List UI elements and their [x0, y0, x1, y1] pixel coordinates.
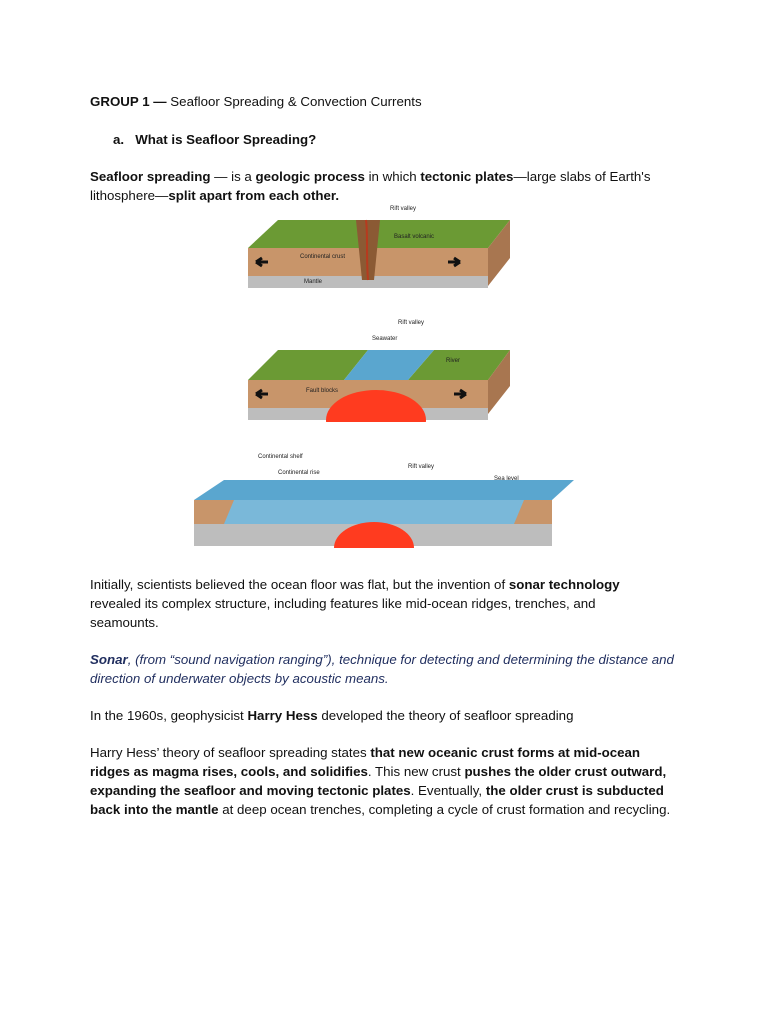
- group-title: Seafloor Spreading & Convection Currents: [166, 94, 422, 109]
- label-seawater: Seawater: [372, 336, 397, 342]
- mantle-layer: [248, 276, 488, 288]
- sonar-technology-paragraph: Initially, scientists believed the ocean…: [90, 575, 650, 632]
- right-continent: [514, 500, 552, 524]
- rift-diagram-stage-2: Rift valley Seawater River Fault blocks: [248, 320, 510, 422]
- text-run: Harry Hess’ theory of seafloor spreading…: [90, 745, 371, 760]
- rift-diagram-stage-1: Rift valley Basalt volcanic Continental …: [248, 206, 510, 288]
- ocean-water: [194, 500, 552, 524]
- right-arrow-icon: [454, 388, 467, 400]
- text-run: . Eventually,: [410, 783, 486, 798]
- group-label: GROUP 1 —: [90, 94, 167, 109]
- label-fault-blocks: Fault blocks: [306, 388, 338, 394]
- label-sea-level: Sea level: [494, 476, 519, 482]
- left-continent: [194, 500, 234, 524]
- label-rift-valley: Rift valley: [398, 320, 424, 326]
- label-continental-crust: Continental crust: [300, 254, 345, 260]
- text-run: . This new crust: [367, 764, 465, 779]
- label-rift-valley: Rift valley: [408, 464, 434, 470]
- subheading-text: What is Seafloor Spreading?: [135, 132, 317, 147]
- right-land-surface: [408, 350, 510, 380]
- label-mantle: Mantle: [304, 279, 323, 285]
- magma-upwelling: [334, 522, 414, 548]
- theory-paragraph: Harry Hess’ theory of seafloor spreading…: [90, 743, 680, 819]
- label-continental-rise: Continental rise: [278, 470, 320, 476]
- magma-line: [365, 219, 369, 281]
- term-geologic-process: geologic process: [255, 169, 365, 184]
- term-seafloor-spreading: Seafloor spreading: [90, 169, 211, 184]
- ocean-basin-diagram: Continental shelf Continental rise Rift …: [194, 454, 574, 548]
- text-run: —large slabs of Earth's lithosphere—: [90, 169, 651, 203]
- subheading-marker: a.: [113, 132, 125, 147]
- land-surface: [248, 220, 510, 248]
- left-land-surface: [248, 350, 368, 380]
- text-run: in which: [364, 169, 421, 184]
- term-pushes-older-crust: pushes the older crust outward, expandin…: [90, 764, 667, 798]
- term-harry-hess: Harry Hess: [247, 708, 318, 723]
- right-arrow-icon: [448, 256, 461, 268]
- group-heading: GROUP 1 — Seafloor Spreading & Convectio…: [90, 92, 690, 111]
- sonar-definition-text: technique for detecting and determining …: [90, 652, 674, 686]
- label-basalt: Basalt volcanic: [394, 234, 434, 240]
- harry-hess-paragraph: In the 1960s, geophysicist Harry Hess de…: [90, 706, 690, 725]
- term-sonar-technology: sonar technology: [508, 577, 620, 592]
- label-rift-valley: Rift valley: [390, 206, 416, 212]
- text-run: developed the theory of seafloor spreadi…: [317, 708, 574, 723]
- text-run: revealed its complex structure, includin…: [90, 596, 596, 630]
- left-arrow-icon: [255, 256, 268, 268]
- term-subducted: the older crust is subducted back into t…: [90, 783, 664, 817]
- section-subheading: a. What is Seafloor Spreading?: [113, 130, 713, 149]
- ocean-surface: [194, 480, 574, 500]
- text-run: — is a: [210, 169, 256, 184]
- text-run: , (from “sound navigation ranging”),: [127, 652, 340, 667]
- seawater-channel: [344, 350, 434, 380]
- crust-side: [488, 220, 510, 286]
- crust-side: [488, 350, 510, 414]
- label-continental-shelf: Continental shelf: [258, 454, 303, 460]
- definition-paragraph: Seafloor spreading — is a geologic proce…: [90, 167, 680, 205]
- text-run: Initially, scientists believed the ocean…: [90, 577, 509, 592]
- magma-chamber: [326, 390, 426, 422]
- text-run: In the 1960s, geophysicist: [90, 708, 248, 723]
- term-tectonic-plates: tectonic plates: [420, 169, 514, 184]
- term-new-crust: that new oceanic crust forms at mid-ocea…: [90, 745, 641, 779]
- left-arrow-icon: [255, 388, 268, 400]
- sonar-definition-paragraph: Sonar, (from “sound navigation ranging”)…: [90, 650, 680, 688]
- text-run: at deep ocean trenches, completing a cyc…: [218, 802, 671, 817]
- term-sonar: Sonar: [90, 652, 128, 667]
- term-split-apart: split apart from each other.: [168, 188, 340, 203]
- label-river: River: [446, 358, 460, 364]
